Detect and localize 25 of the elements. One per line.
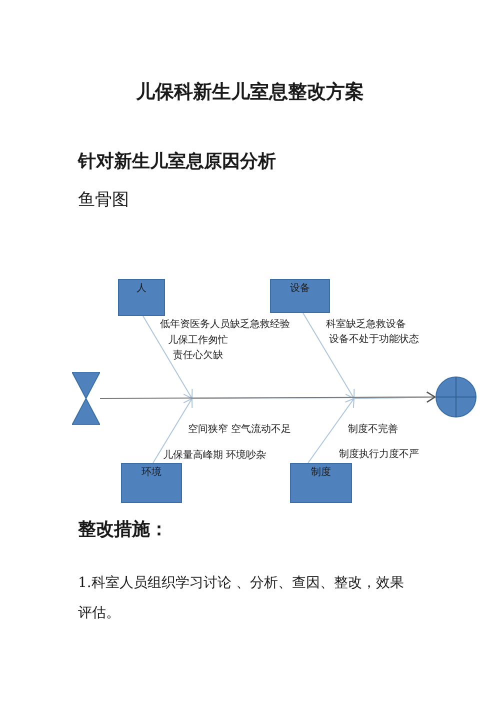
category-label: 环境 — [142, 468, 162, 480]
cause-text: 制度执行力度不严 — [339, 449, 419, 461]
hourglass-shape — [72, 372, 100, 425]
cause-text: 科室缺乏急救设备 — [326, 319, 406, 331]
crossed-circle — [435, 376, 477, 418]
cause-text: 责任心欠缺 — [173, 350, 223, 362]
category-box — [118, 279, 165, 316]
category-label: 人 — [136, 284, 146, 296]
cause-text: 制度不完善 — [348, 424, 398, 436]
category-label: 设备 — [290, 284, 310, 296]
section-heading: 鱼骨图 — [78, 189, 129, 212]
section-heading: 针对新生儿室息原因分析 — [78, 150, 276, 174]
spine-arrow — [100, 392, 436, 403]
cause-text: 设备不处于功能状态 — [329, 334, 419, 346]
page-title: 儿保科新生儿室息整改方案 — [134, 80, 365, 105]
cause-text: 儿保量高峰期 环境吵杂 — [163, 450, 266, 462]
cause-text: 空间狭窄 空气流动不足 — [188, 424, 292, 436]
section-heading: 整改措施： — [78, 518, 168, 542]
measure-text: 1.科室人员组织学习讨论 、分析、查因、整改，效果评估。 — [78, 574, 405, 623]
category-label: 制度 — [311, 468, 331, 480]
cause-text: 儿保工作匆忙 — [168, 335, 228, 347]
category-box — [290, 463, 352, 503]
category-box — [270, 279, 330, 313]
category-box — [121, 463, 182, 503]
cause-text: 低年资医务人员缺乏急救经验 — [160, 319, 290, 331]
